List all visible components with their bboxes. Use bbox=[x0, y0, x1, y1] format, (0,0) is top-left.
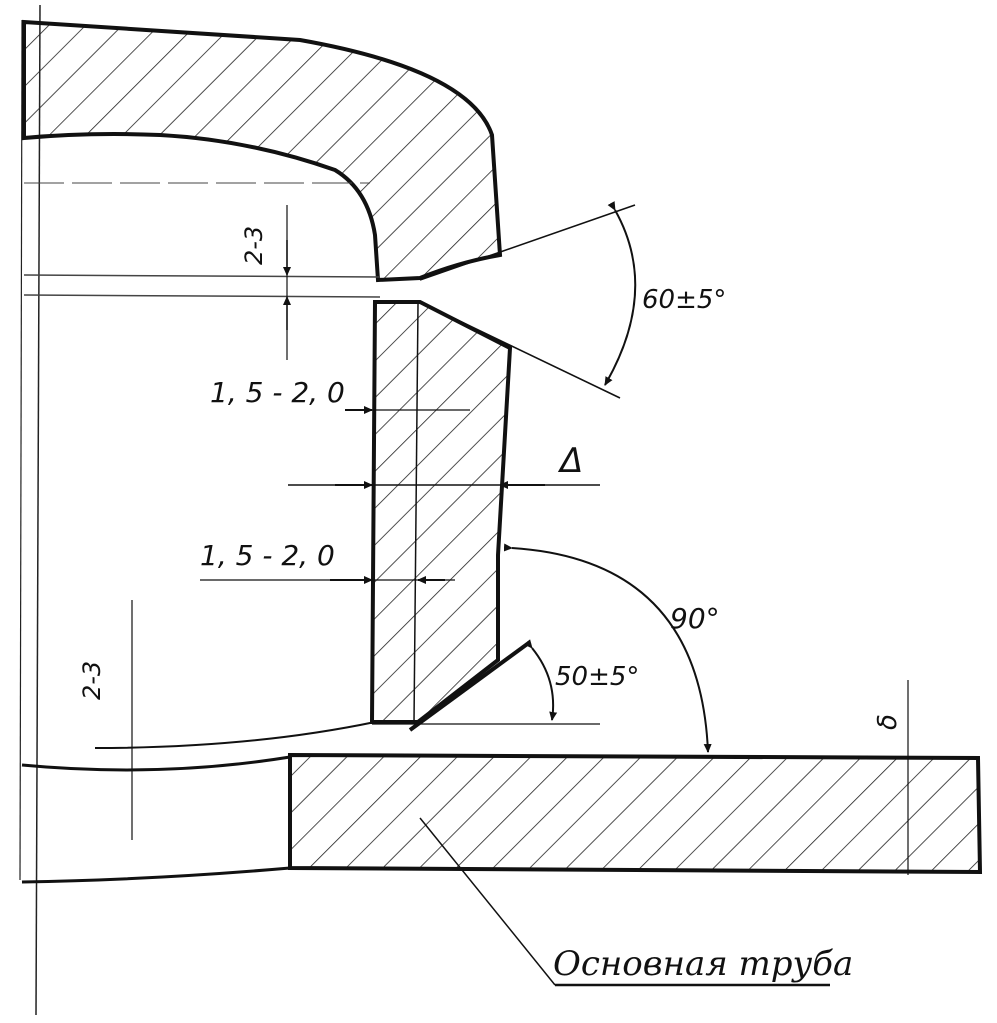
delta-label: Δ bbox=[557, 441, 583, 481]
main-pipe-inner-left bbox=[21, 755, 291, 772]
angle-top-label: 60±5° bbox=[642, 285, 726, 315]
construction-line-2 bbox=[23, 274, 381, 278]
land-lower-label: 1, 5 - 2, 0 bbox=[200, 539, 335, 572]
bevel-top-lower bbox=[419, 301, 621, 399]
angle-bottom-label: 50±5° bbox=[555, 662, 639, 692]
main-pipe-bottom-left bbox=[21, 866, 291, 884]
angle-arc-bottom bbox=[523, 639, 558, 721]
branch-pipe-wall bbox=[369, 300, 513, 724]
wall-label: δ bbox=[873, 714, 903, 730]
branch-inner-line bbox=[413, 303, 419, 723]
gap-bottom-label: 2-3 bbox=[78, 661, 106, 700]
main-pipe-label: Основная труба bbox=[553, 944, 853, 984]
bevel-top-upper bbox=[419, 204, 636, 281]
main-pipe-section bbox=[288, 752, 983, 875]
land-upper-label: 1, 5 - 2, 0 bbox=[210, 376, 345, 409]
gap-top-label: 2-3 bbox=[240, 226, 268, 265]
axis-line bbox=[35, 4, 41, 1016]
construction-line-3 bbox=[23, 294, 381, 298]
upper-fitting-section bbox=[22, 19, 503, 283]
left-edge-line bbox=[19, 19, 23, 881]
angle-arc-top bbox=[604, 201, 637, 386]
angle-arc-right bbox=[503, 543, 712, 753]
caption-leader bbox=[419, 817, 556, 986]
main-pipe-inner-left-2 bbox=[94, 721, 376, 749]
angle-right-label: 90° bbox=[670, 602, 720, 635]
